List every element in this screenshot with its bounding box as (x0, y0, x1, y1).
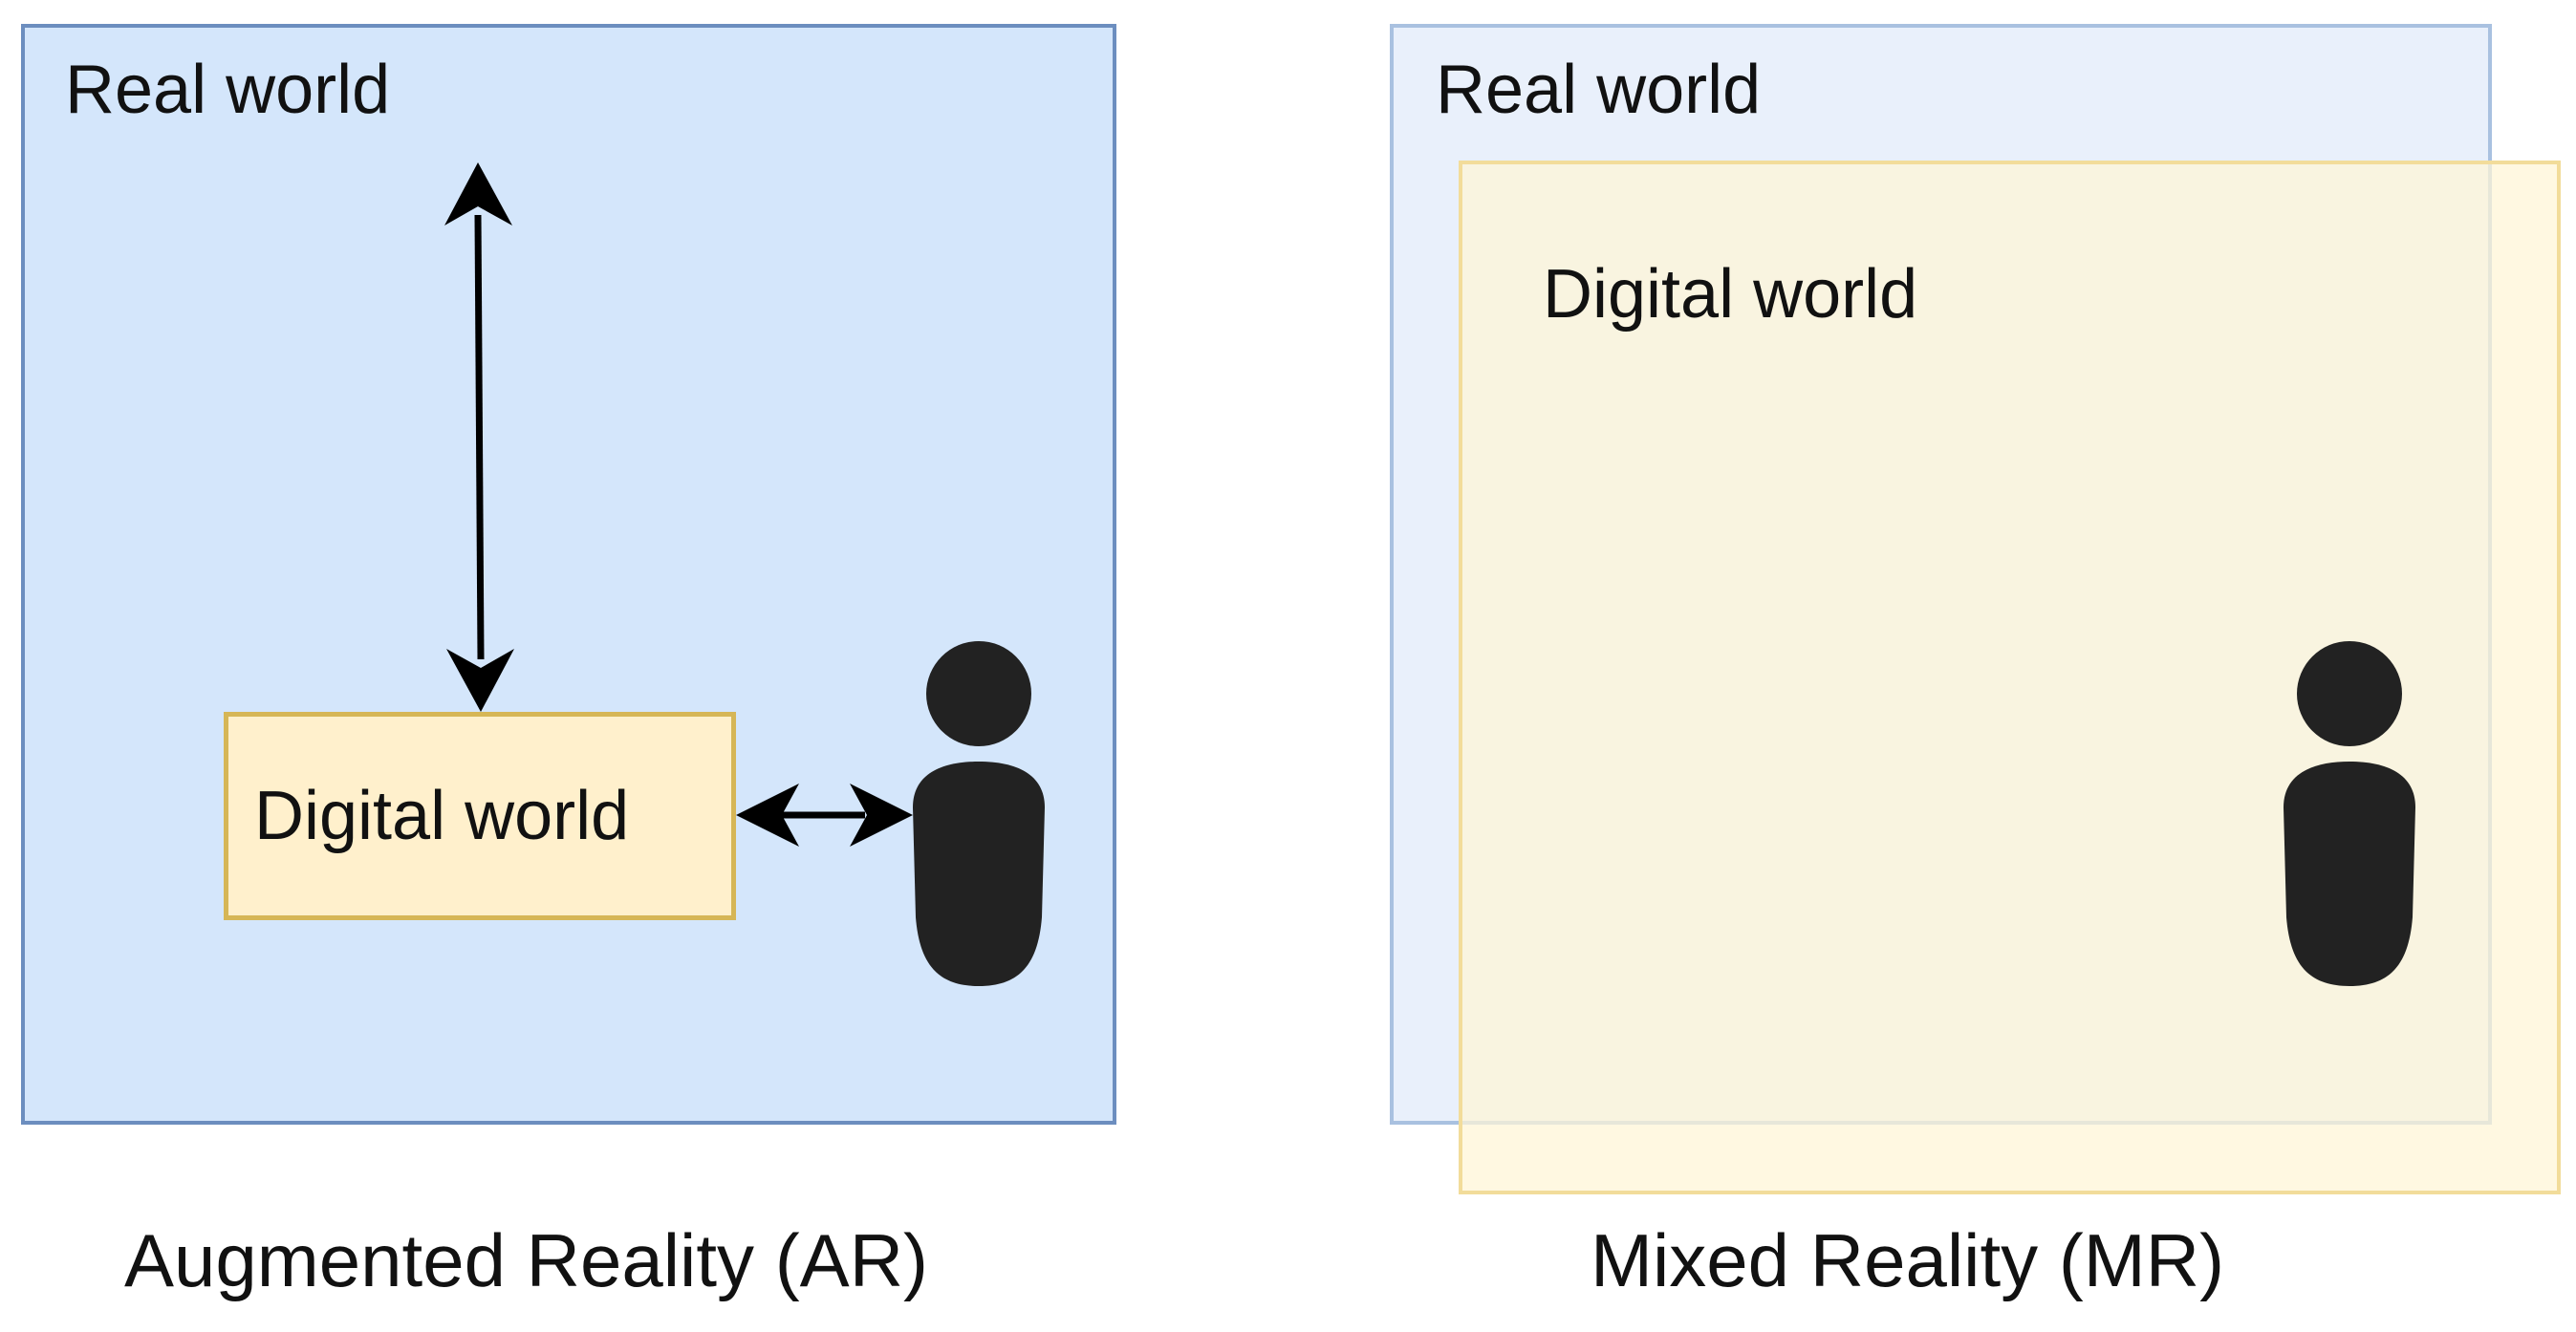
ar-caption: Augmented Reality (AR) (124, 1218, 929, 1302)
ar-digital-world-label: Digital world (254, 778, 630, 854)
ar-digital-world-box (224, 712, 736, 920)
mr-caption: Mixed Reality (MR) (1591, 1218, 2225, 1302)
ar-real-world-box (21, 24, 1116, 1125)
ar-real-world-label: Real world (65, 52, 391, 128)
mr-digital-world-label: Digital world (1543, 256, 1918, 333)
mr-real-world-label: Real world (1436, 52, 1762, 128)
